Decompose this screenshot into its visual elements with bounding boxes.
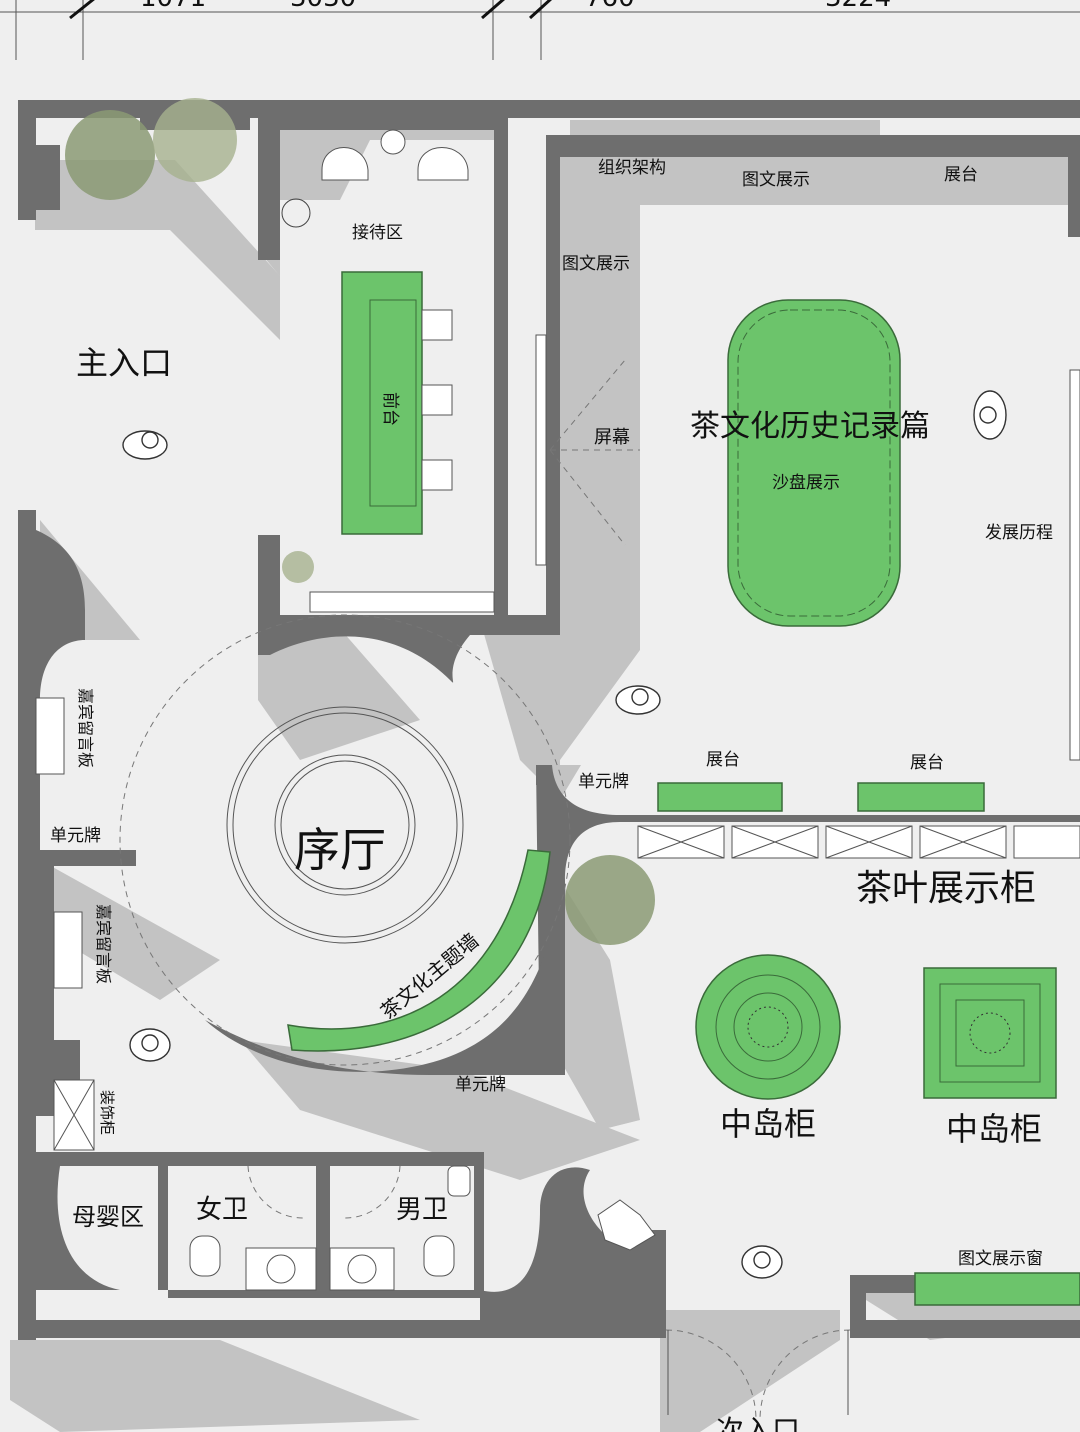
tea-theme-wall-panel — [287, 849, 551, 1052]
unit-sign-mid-label: 单元牌 — [578, 772, 629, 792]
people-figures — [122, 390, 1007, 1279]
front-desk-label: 前台 — [380, 392, 400, 426]
tea-display-cabinet-label: 茶叶展示柜 — [856, 868, 1036, 909]
unit-sign-bottom-label: 单元牌 — [455, 1075, 506, 1095]
reception-shadow — [280, 130, 494, 200]
reception-area-label: 接待区 — [352, 223, 403, 243]
planter-trees — [65, 98, 655, 945]
walls — [18, 100, 1080, 1340]
sand-table-label: 沙盘展示 — [772, 473, 840, 493]
island-cabinet-2-label: 中岛柜 — [946, 1110, 1042, 1148]
main-entrance-label: 主入口 — [76, 344, 172, 382]
history-section-label: 茶文化历史记录篇 — [690, 409, 930, 444]
dimension-3: 760 — [585, 0, 635, 13]
development-history-label: 发展历程 — [985, 523, 1053, 543]
dimension-2: 3030 — [290, 0, 356, 13]
display-stand-top-label: 展台 — [944, 165, 978, 185]
graphic-window-panel — [914, 1272, 1080, 1306]
guest-boards — [35, 697, 95, 1151]
exhibit-hall-shadow — [560, 157, 1068, 760]
men-restroom-label: 男卫 — [396, 1195, 448, 1225]
island-cabinet-square — [923, 967, 1057, 1099]
dimension-1: 1071 — [140, 0, 206, 13]
foyer-rings — [119, 614, 571, 1066]
dimension-line: 1071 3030 760 3224 — [0, 0, 1080, 60]
foyer-label: 序厅 — [294, 823, 386, 877]
sand-table — [727, 299, 901, 627]
island-cabinets — [695, 954, 1057, 1100]
graphic-display-top-label: 图文展示 — [742, 170, 810, 190]
screen-label: 屏幕 — [594, 427, 630, 448]
display-stand-1-label: 展台 — [706, 750, 740, 770]
exhibit-fixtures — [535, 299, 1080, 812]
org-structure-label: 组织架构 — [598, 158, 666, 178]
secondary-entrance-label: 次入口 — [716, 1414, 800, 1432]
decor-cabinet-label: 装饰柜 — [98, 1090, 116, 1135]
guest-board-2-label: 嘉宾留言板 — [94, 904, 113, 984]
room-labels: 主入口 接待区 前台 组织架构 图文展示 展台 图文展示 屏幕 茶文化历史记录篇… — [50, 158, 1053, 1432]
unit-sign-left-label: 单元牌 — [50, 826, 101, 846]
dimension-4: 3224 — [825, 0, 891, 13]
display-stand-1 — [657, 782, 783, 812]
secondary-entrance-doors — [597, 1199, 851, 1421]
restroom-fixtures — [189, 1165, 471, 1291]
display-stand-2-label: 展台 — [910, 753, 944, 773]
island-cabinet-1-label: 中岛柜 — [720, 1105, 816, 1143]
mother-baby-label: 母婴区 — [72, 1203, 144, 1231]
reception-furniture — [309, 129, 495, 613]
tea-cabinets — [637, 825, 1080, 859]
guest-board-1-label: 嘉宾留言板 — [76, 688, 95, 768]
graphic-display-left-label: 图文展示 — [562, 254, 630, 274]
women-restroom-label: 女卫 — [196, 1195, 248, 1225]
island-cabinet-round — [695, 954, 841, 1100]
graphic-window-label: 图文展示窗 — [958, 1249, 1043, 1269]
display-stand-2 — [857, 782, 985, 812]
